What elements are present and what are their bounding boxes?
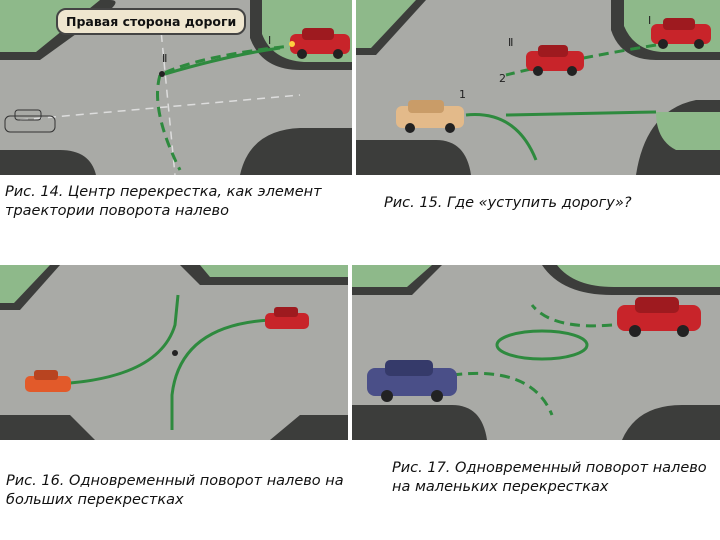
marker-i: Ⅰ [268, 34, 271, 47]
figure-16-illustration [0, 265, 348, 440]
caption-figure-14: Рис. 14. Центр перекрестка, как элемент … [5, 184, 322, 219]
caption-figure-16: Рис. 16. Одновременный поворот налево на… [6, 473, 344, 508]
svg-text:Ⅰ: Ⅰ [648, 14, 651, 27]
right-side-callout: Правая сторона дороги [56, 8, 247, 35]
svg-text:Ⅱ: Ⅱ [508, 36, 513, 49]
svg-text:1: 1 [459, 88, 466, 101]
figure-17-illustration [352, 265, 720, 440]
marker-ii: Ⅱ [162, 52, 167, 65]
caption-figure-15: Рис. 15. Где «уступить дорогу»? [384, 195, 632, 211]
svg-text:2: 2 [499, 72, 506, 85]
figure-15-illustration: Ⅰ Ⅱ 2 1 [356, 0, 720, 175]
caption-figure-17: Рис. 17. Одновременный поворот налево на… [392, 460, 707, 495]
